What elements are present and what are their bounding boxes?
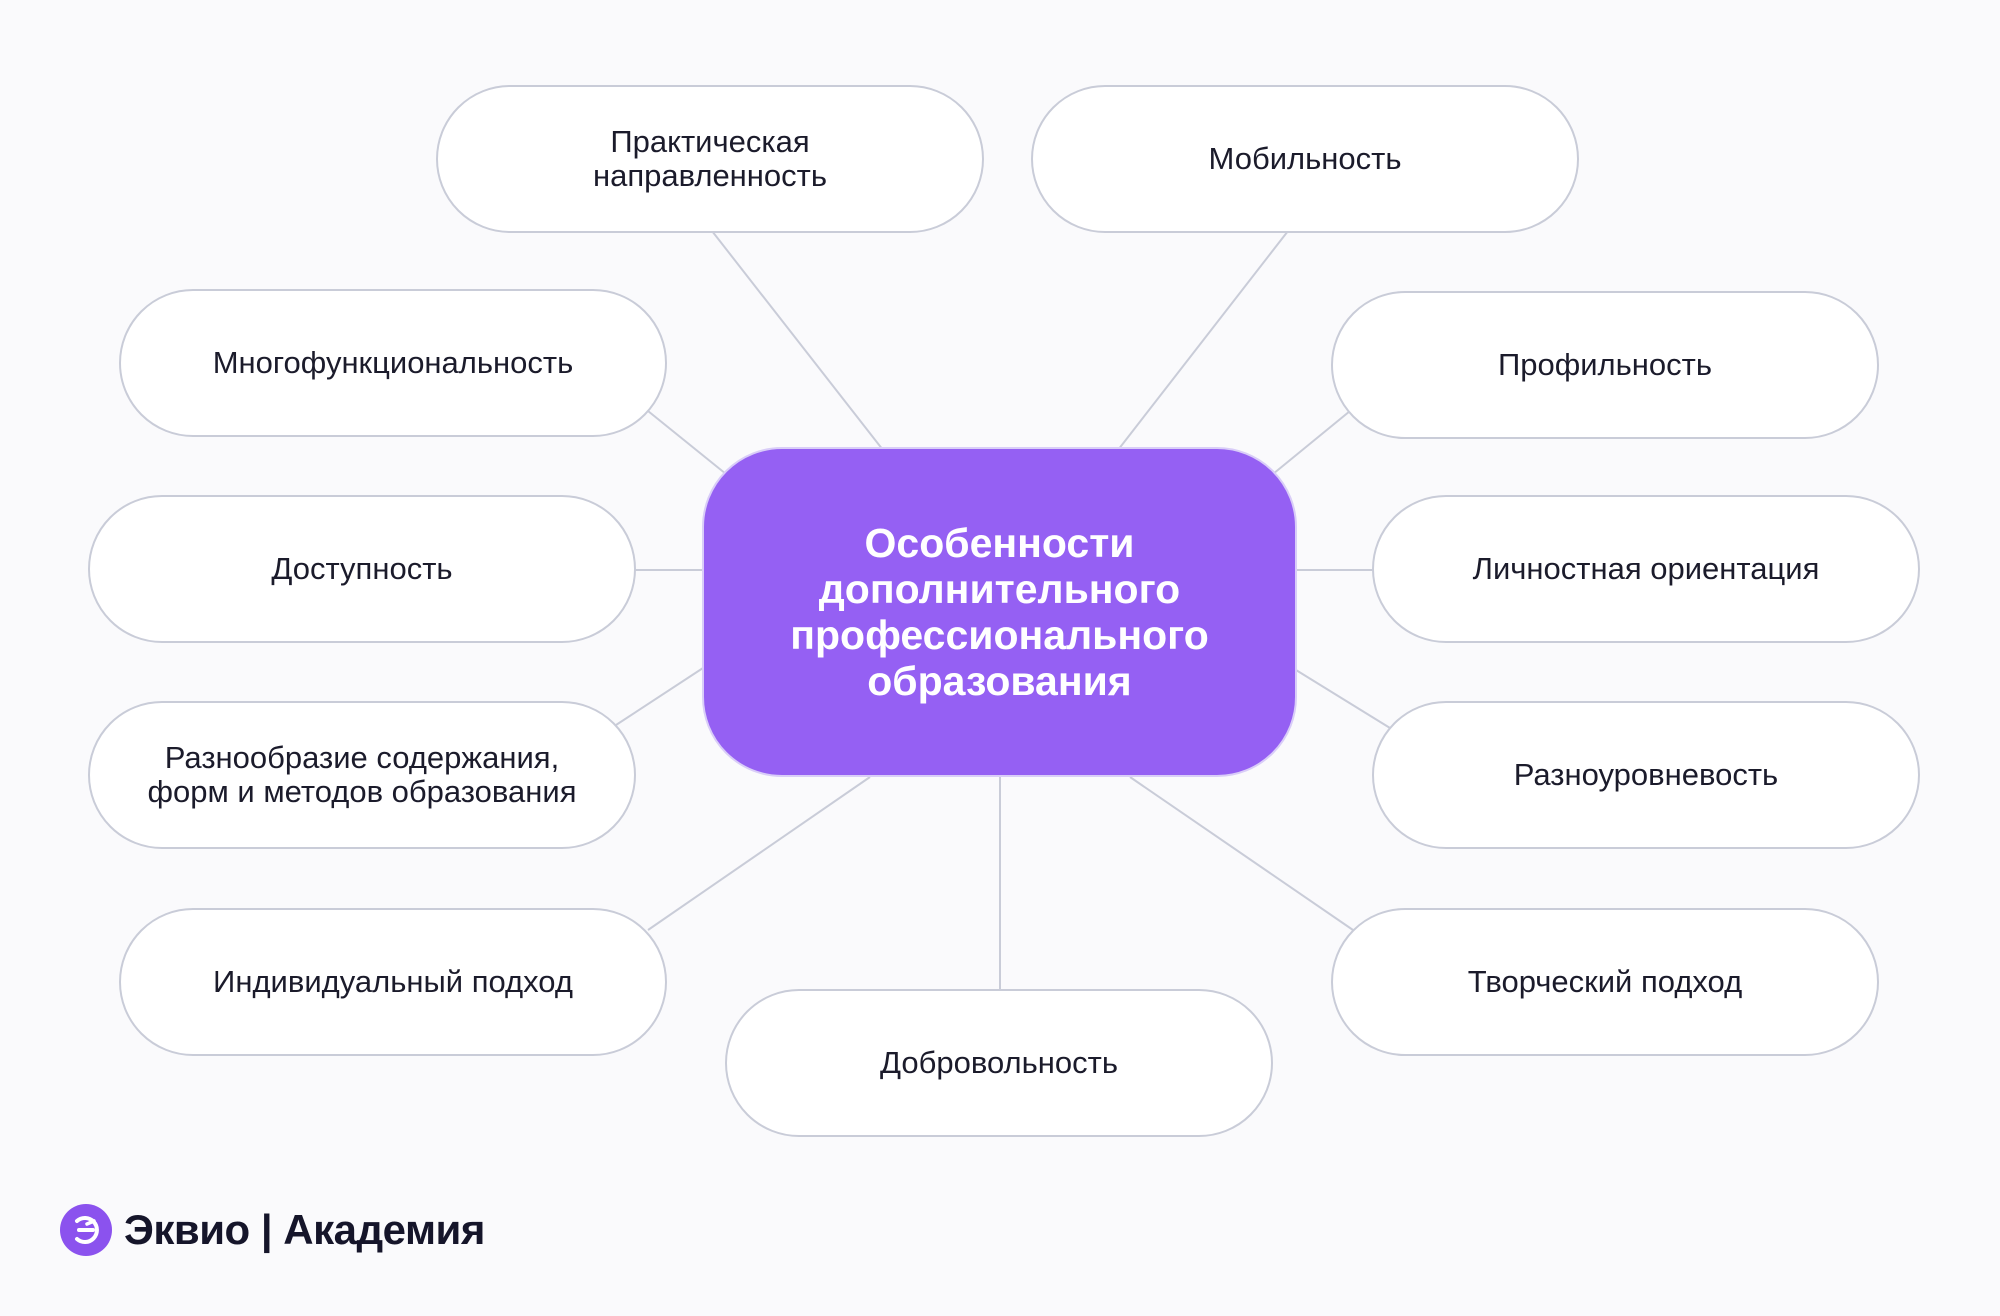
central-topic: Особенности дополнительного профессионал… [702,447,1297,777]
node-practical-orientation: Практическая направленность [436,85,984,233]
logo-text: Эквио | Академия [124,1206,485,1253]
connector-profiling [1272,410,1351,475]
node-diversity: Разнообразие содержания, форм и методов … [88,701,636,849]
ekvio-academy-logo: Эквио | Академия [60,1200,485,1260]
node-accessibility: Доступность [88,495,636,643]
connector-practical-orientation [711,230,884,451]
node-creative-approach: Творческий подход [1331,908,1879,1056]
node-multilevel: Разноуровневость [1372,701,1920,849]
connector-multilevel [1295,669,1391,729]
connector-individual-approach [647,776,871,931]
connector-mobility [1117,230,1289,451]
ekvio-logo-icon [60,1204,112,1256]
node-individual-approach: Индивидуальный подход [119,908,667,1056]
node-mobility: Мобильность [1031,85,1579,233]
node-profiling: Профильность [1331,291,1879,439]
node-multifunctionality: Многофункциональность [119,289,667,437]
node-voluntariness: Добровольность [725,989,1273,1137]
node-personal-orientation: Личностная ориентация [1372,495,1920,643]
connector-diversity [615,667,704,726]
connector-multifunctionality [647,410,727,475]
connector-creative-approach [1129,776,1354,931]
